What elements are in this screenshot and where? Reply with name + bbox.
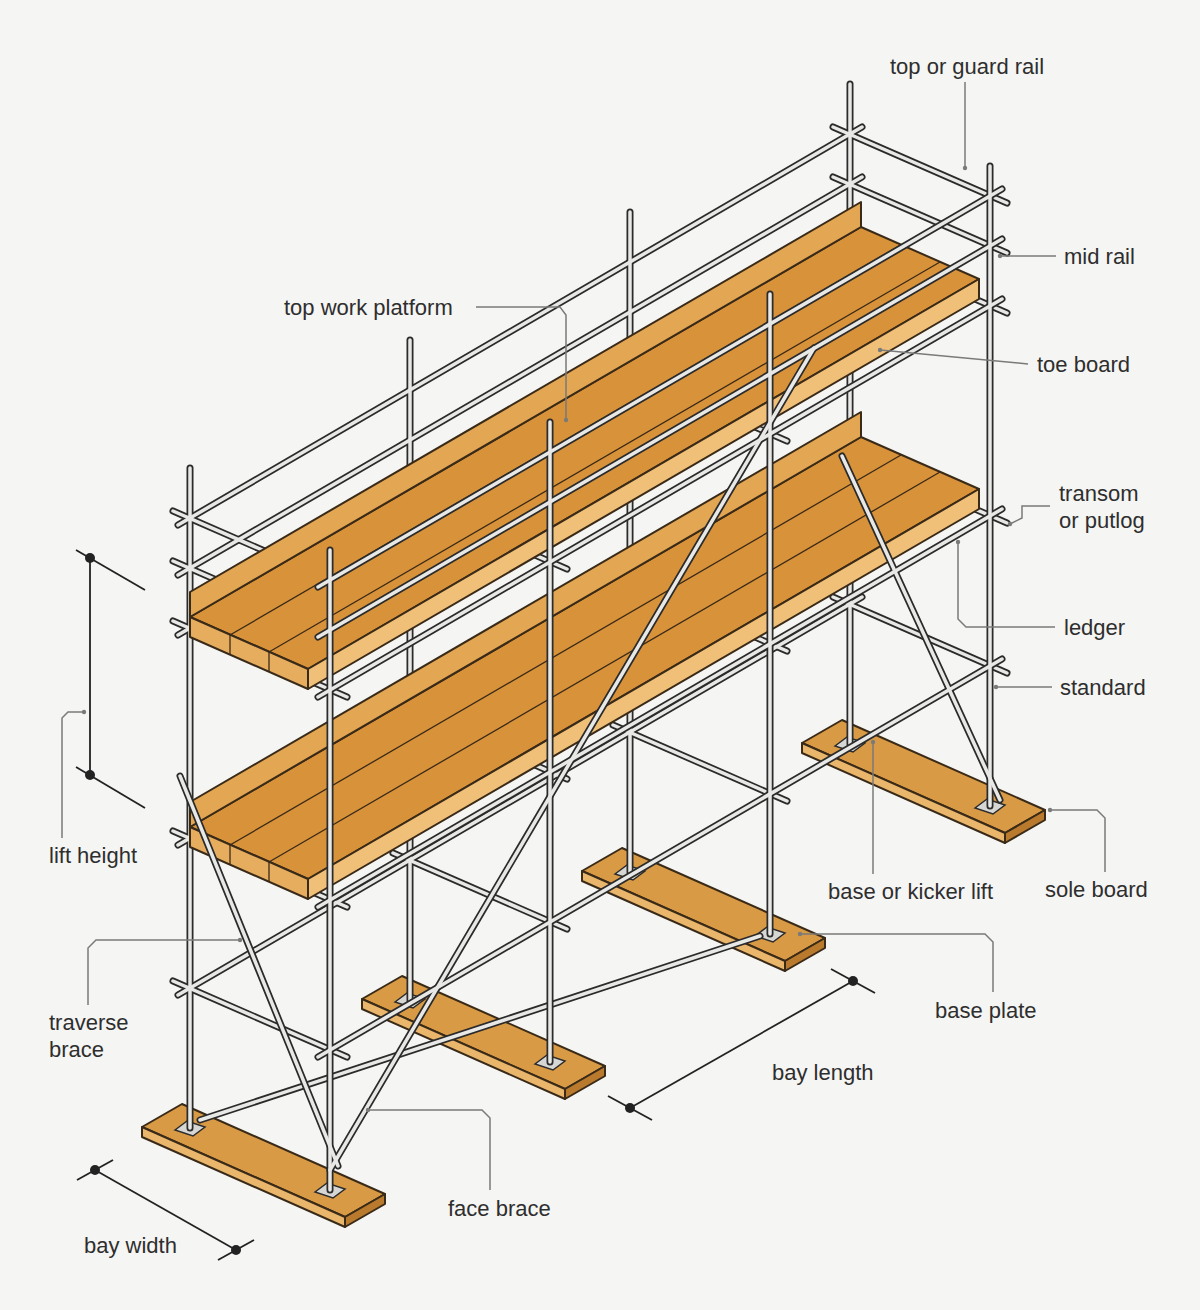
leader-lines [62, 82, 1105, 1190]
part-label: top work platform [282, 294, 455, 321]
part-label: standard [1058, 674, 1148, 701]
part-label: top or guard rail [888, 53, 1046, 80]
part-label: face brace [446, 1195, 553, 1222]
tube-outline [180, 166, 1002, 1190]
tube-fill [180, 166, 1002, 1190]
dimension-lines [76, 550, 875, 1260]
dimension-label: bay width [82, 1232, 179, 1259]
part-label: base or kicker lift [826, 878, 995, 905]
part-label: base plate [933, 997, 1039, 1024]
part-label: toe board [1035, 351, 1132, 378]
leader-dots [82, 166, 1052, 1112]
dimension-dots [85, 553, 858, 1255]
part-label: mid rail [1062, 243, 1137, 270]
dimension-label: bay length [770, 1059, 876, 1086]
part-label: traverse brace [47, 1009, 141, 1063]
tube-fill [173, 84, 1007, 1128]
tube-outline [173, 84, 1007, 1128]
part-label: ledger [1062, 614, 1127, 641]
part-label: transom or putlog [1057, 480, 1161, 534]
dimension-label: lift height [47, 842, 139, 869]
part-label: sole board [1043, 876, 1150, 903]
